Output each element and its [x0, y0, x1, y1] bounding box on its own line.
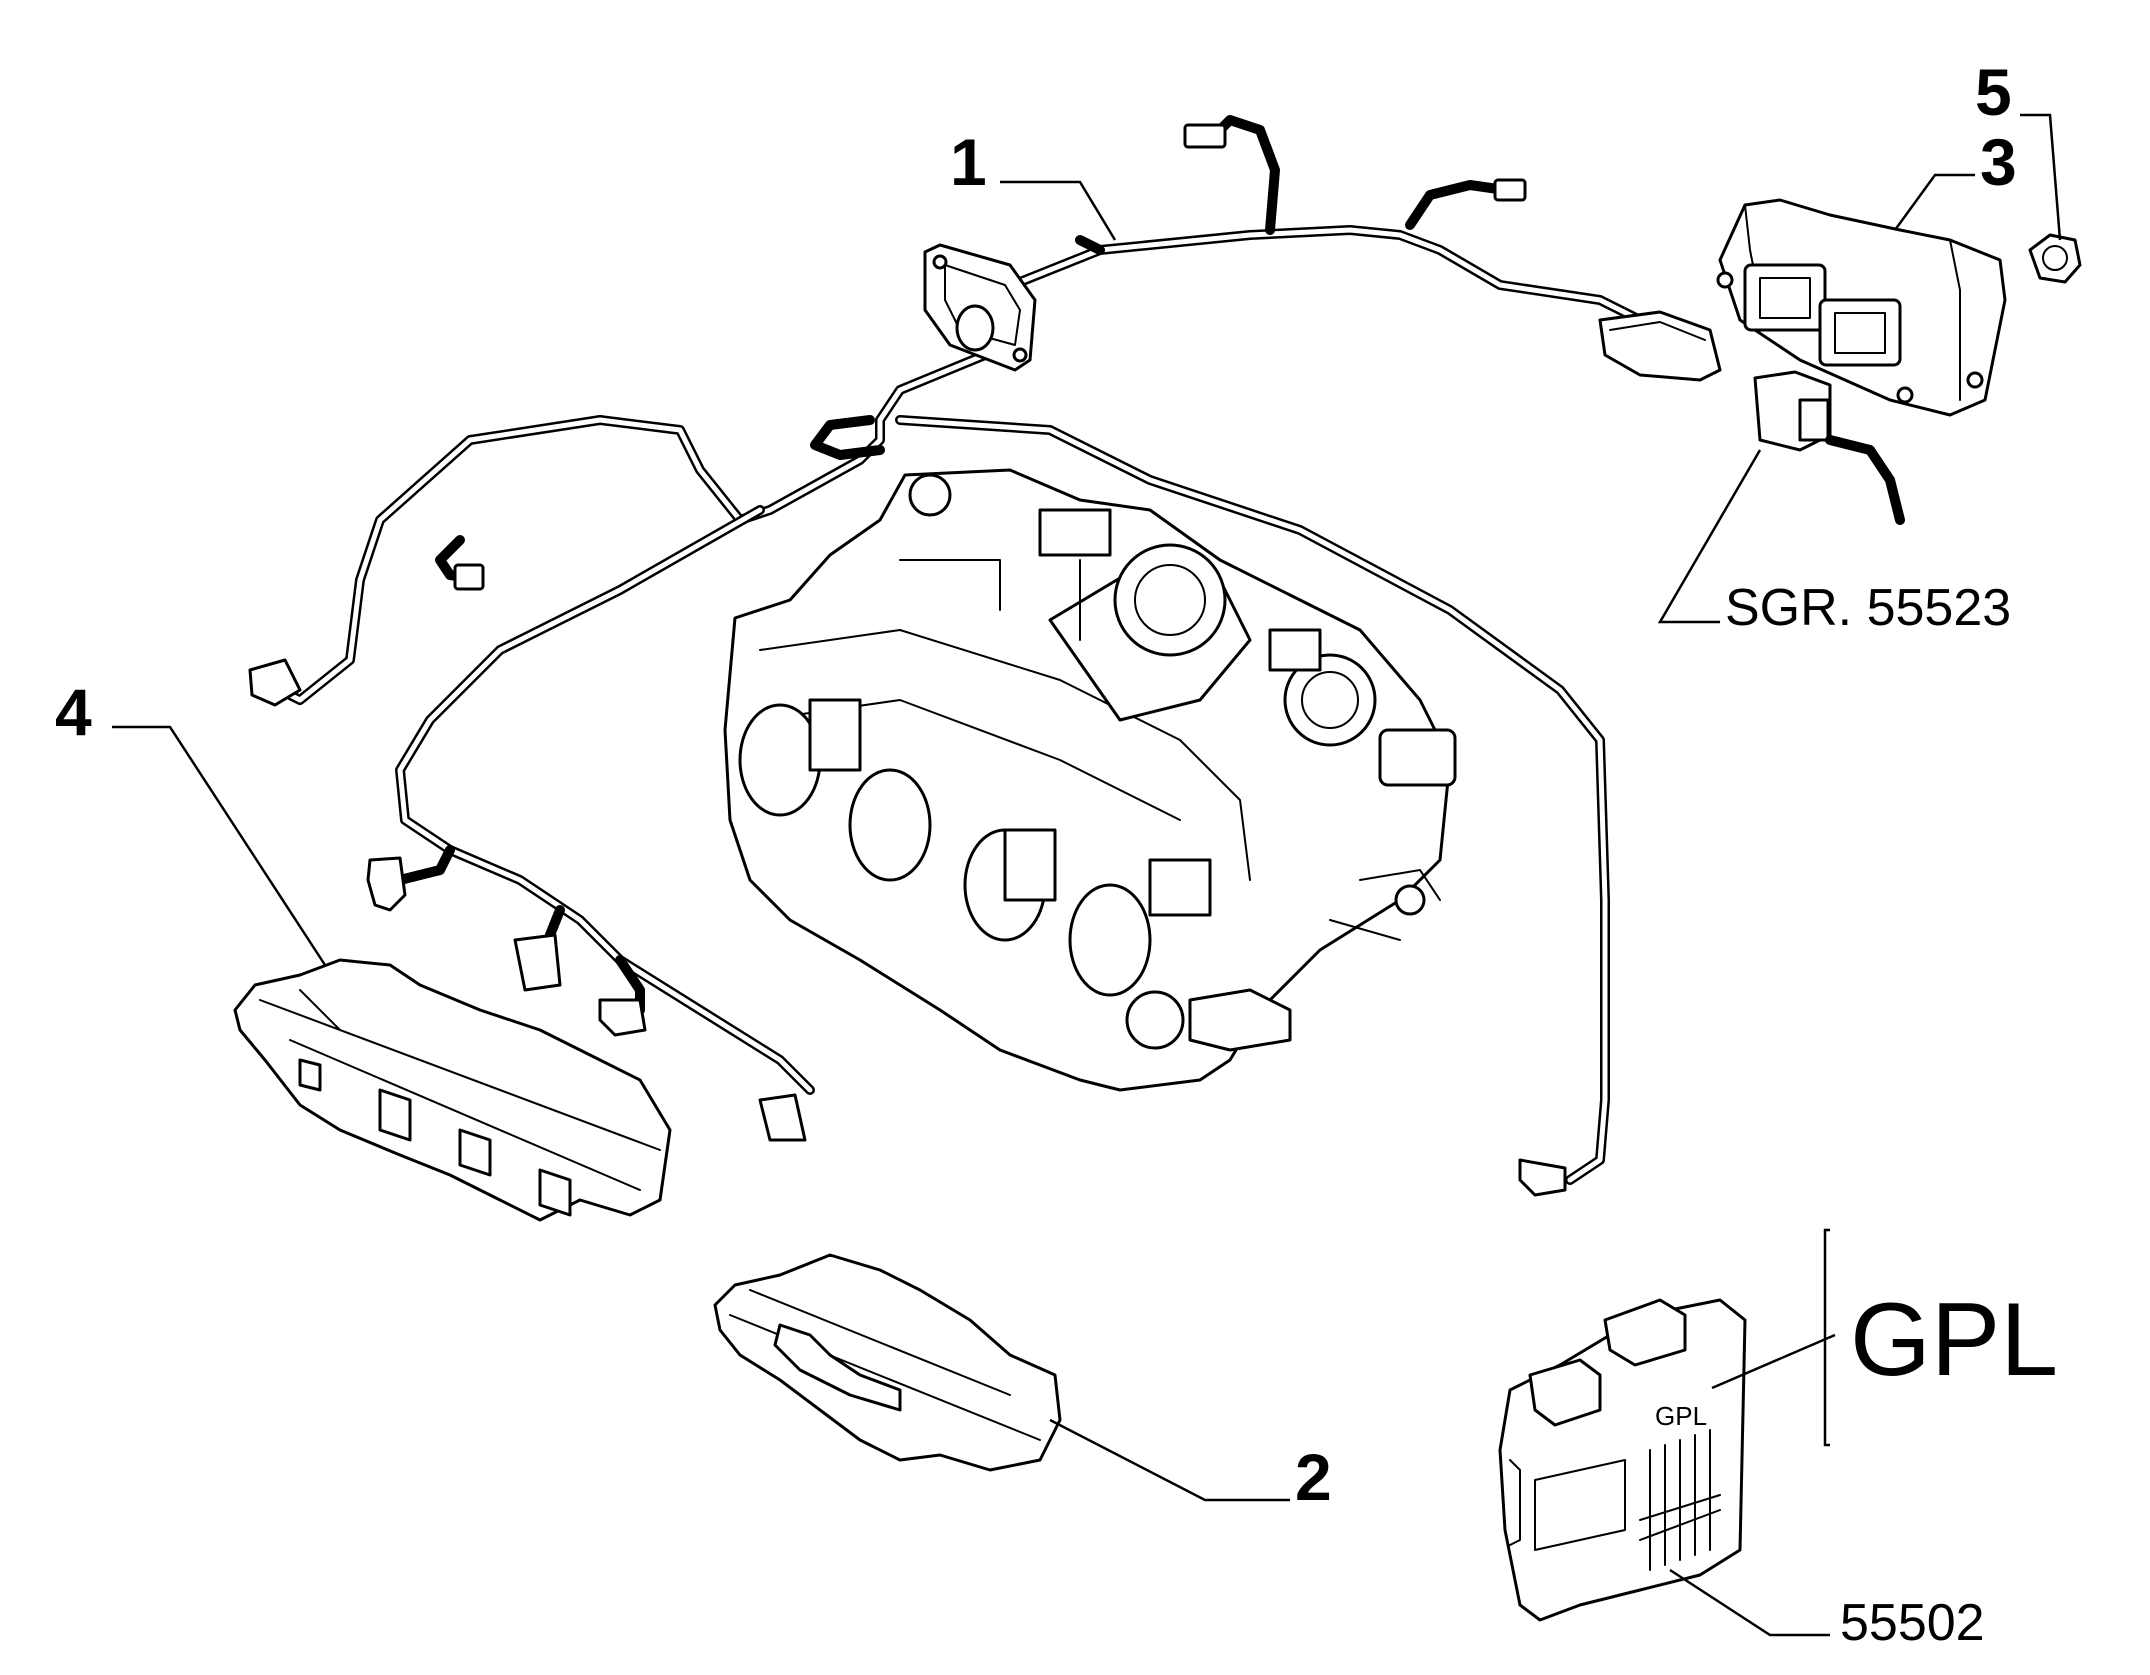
leader-2	[1049, 1418, 1290, 1502]
callout-2: 2	[1295, 1440, 1332, 1514]
leader-gpl	[1711, 1333, 1836, 1390]
callout-5: 5	[1975, 55, 2012, 129]
reference-sgr-55523: SGR. 55523	[1725, 579, 2011, 637]
reference-55502: 55502	[1840, 1594, 1985, 1652]
callout-3: 3	[1980, 125, 2017, 199]
leader-sgr	[1657, 449, 1762, 624]
leader-lines	[112, 113, 2062, 1637]
leader-5	[2020, 113, 2062, 241]
nut-part	[2028, 233, 2082, 284]
wiring-harness	[248, 115, 1722, 1197]
sensor-component	[1753, 370, 1905, 525]
callout-1: 1	[950, 125, 987, 199]
leader-4	[112, 725, 327, 966]
leader-1	[1000, 180, 1117, 241]
gpl-label: GPL	[1850, 1282, 2058, 1398]
injector-cover-large	[233, 958, 672, 1222]
leader-55502	[1669, 1568, 1830, 1637]
ecu-gpl-marking: GPL	[1655, 1401, 1707, 1431]
leader-3	[1893, 173, 1975, 231]
injector-cover-small	[713, 1253, 1062, 1472]
intake-manifold-drawing	[723, 468, 1457, 1092]
callout-4: 4	[55, 675, 92, 749]
gpl-bracket	[1823, 1228, 1830, 1447]
ecu-module: GPL	[1498, 1298, 1747, 1622]
mounting-bracket	[1716, 198, 2007, 417]
